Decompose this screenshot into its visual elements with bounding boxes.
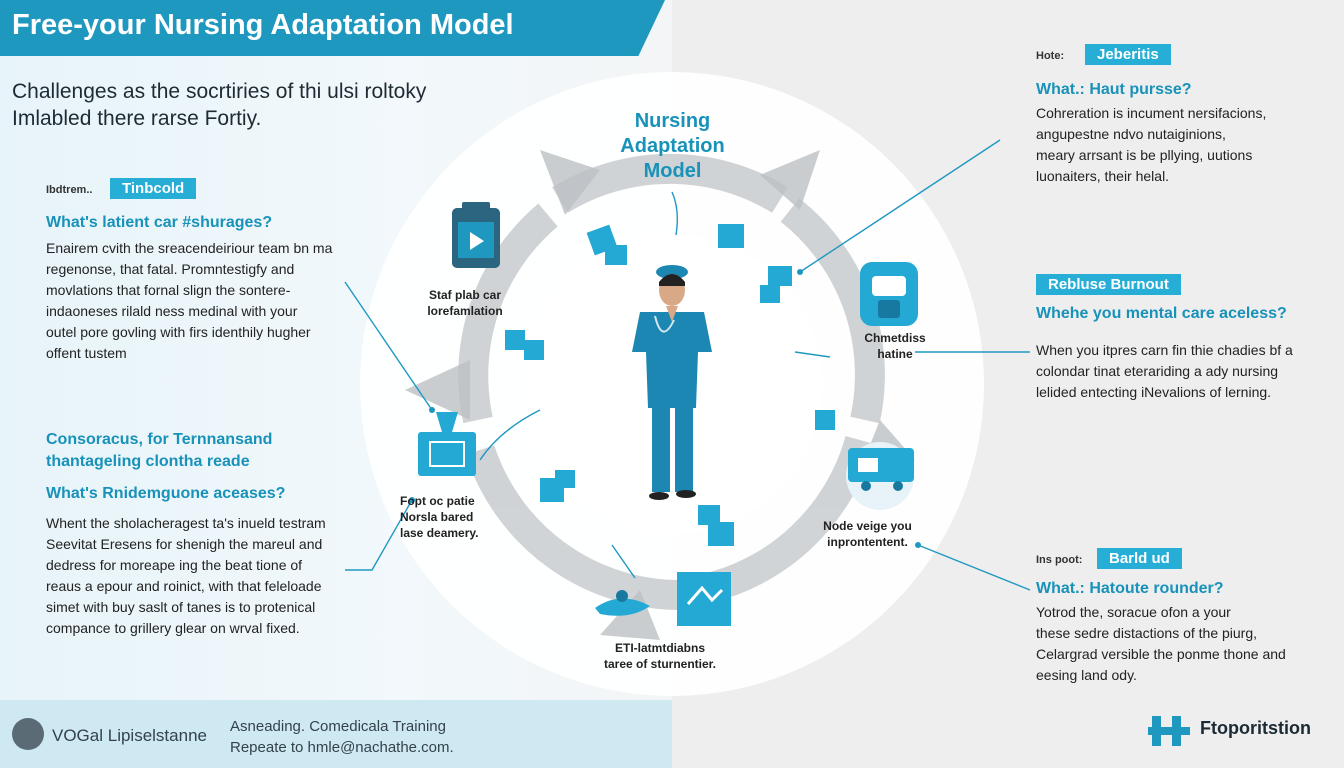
circle-label-chemdiss: Chmetdiss hatine [864, 331, 926, 361]
ring-badge-12 [708, 522, 734, 546]
ring-badge-4 [768, 266, 792, 286]
footer-logo-icon [12, 718, 44, 750]
backpack-icon [860, 262, 918, 326]
circle-label-eti: ETI-latmtdiabns taree of sturnentier. [603, 641, 717, 671]
connector-9 [479, 409, 541, 461]
arrow-head-2 [760, 150, 820, 210]
left-block2-question: What's Rnidemguone aceases? [46, 485, 286, 502]
ring-badge-7 [524, 340, 544, 360]
right-block3-question: What.: Hatoute rounder? [1036, 580, 1224, 597]
connector-2 [345, 499, 413, 571]
center-title: Nursing Adaptation Model [620, 110, 725, 182]
brand-logo-text: Ftoporitstion [1200, 718, 1311, 738]
circle-label-node: Node veige you inprontentent. [823, 519, 912, 549]
right-block1-question: What.: Haut pursse? [1036, 81, 1192, 98]
footer-contact-link[interactable]: Repeate to hmle@nachathe.com. [230, 739, 454, 756]
intro-text: Challenges as the socrtiries of thi ulsi… [12, 80, 427, 130]
ring-badge-5 [760, 285, 780, 303]
left-block1-tag: Tinbcold [110, 178, 197, 199]
arrow-head-1 [540, 150, 600, 215]
right-block1-body: Cohreration is incument nersifacions, an… [1036, 105, 1267, 184]
left-block2-body: Whent the sholacheragest ta's inueld tes… [46, 515, 326, 636]
brand-logo-icon [1148, 716, 1190, 746]
medical-kit-icon [418, 412, 476, 476]
arrow-head-4 [600, 590, 660, 640]
ring-badge-6 [505, 330, 525, 350]
ring-badge-8 [815, 410, 835, 430]
title-banner [0, 0, 665, 56]
right-block2-body: When you itpres carn fin thie chadies bf… [1036, 342, 1293, 400]
footer-brand: VOGal Lipiselstanne [52, 726, 207, 745]
footer-line1: Asneading. Comedicala Training [230, 718, 446, 735]
circle-label-staff: Staf plab car lorefamlation [427, 288, 503, 318]
ring-badge-10 [555, 470, 575, 488]
ring-badge-2 [605, 245, 627, 265]
right-block3-tag: Barld ud [1097, 548, 1182, 569]
footer-bar [0, 700, 672, 768]
left-block1-small: Ibdtrem.. [46, 184, 93, 196]
left-block1-question: What's latient car #shurages? [46, 214, 273, 231]
wave-hands-icon [595, 590, 650, 616]
connector-6 [671, 191, 679, 236]
connector-1 [344, 281, 433, 411]
right-block2-question: Whehe you mental care aceless? [1036, 305, 1287, 322]
arrow-head-5 [405, 360, 470, 420]
right-block3-small: Ins poot: [1036, 554, 1083, 566]
connector-8 [611, 544, 636, 579]
right-block3-body: Yotrod the, soracue ofon a your these se… [1036, 604, 1286, 683]
page-title: Free-your Nursing Adaptation Model [12, 9, 514, 41]
video-player-icon [452, 202, 500, 268]
right-block2-tag: Rebluse Burnout [1036, 274, 1181, 295]
ambulance-icon [846, 442, 914, 510]
left-block2-heading: Consoracus, for Ternnansand thantageling… [46, 431, 273, 470]
bandage-icon [677, 572, 731, 626]
nurse-figure [632, 265, 712, 500]
ring-badge-11 [698, 505, 720, 525]
circle-label-fopt: Fopt oc patie Norsla bared lase deamery. [400, 494, 479, 540]
connector-7 [794, 351, 831, 358]
left-block1-body: Enairem cvith the sreacendeiriour team b… [46, 240, 333, 361]
right-block1-small: Hote: [1036, 50, 1065, 62]
adaptation-ring [458, 153, 885, 611]
ring-badge-3 [718, 224, 744, 248]
connector-3 [799, 139, 1001, 273]
connector-5 [917, 544, 1031, 591]
right-block1-tag: Jeberitis [1085, 44, 1171, 65]
